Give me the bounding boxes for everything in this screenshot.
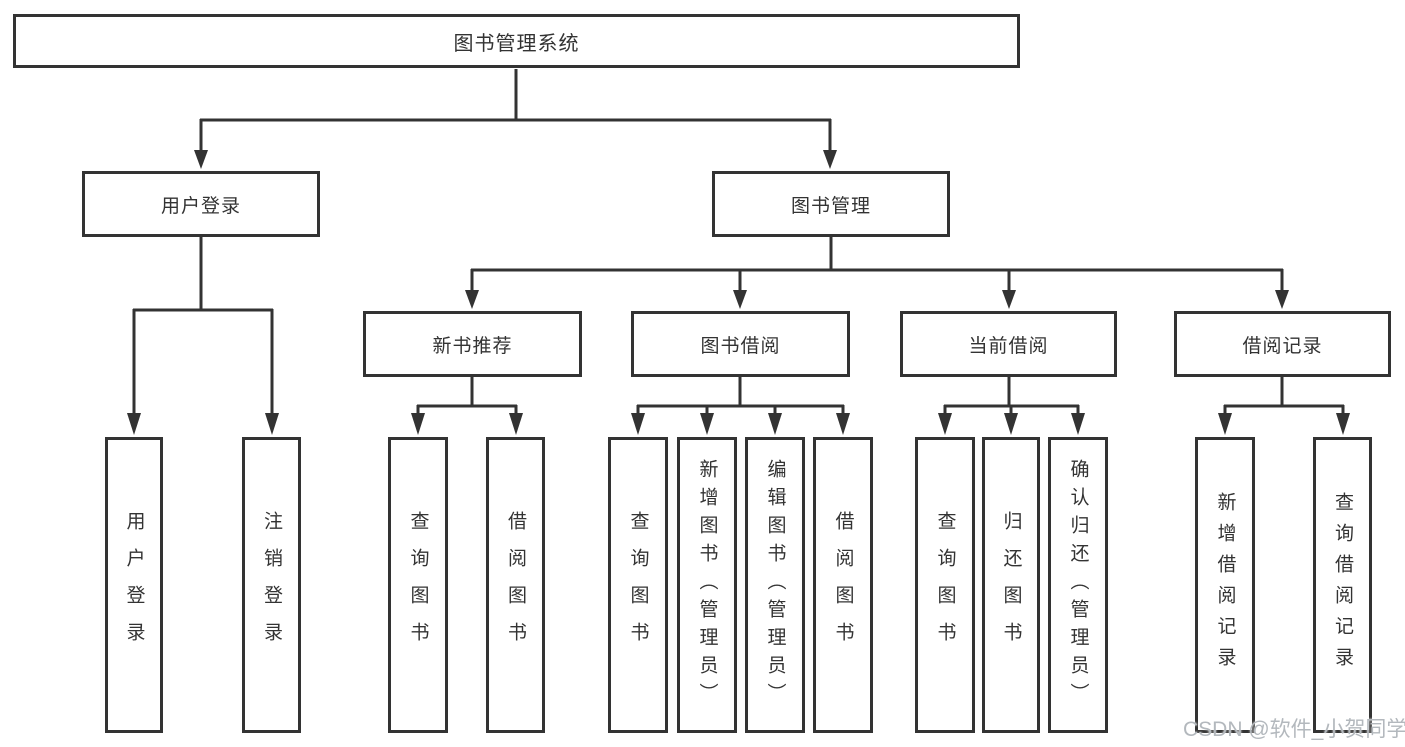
leaf-user-login: 用户登录 xyxy=(105,437,163,733)
node-user-login: 用户登录 xyxy=(82,171,320,237)
leaf-add-books-admin: 新增图书（管理员） xyxy=(677,437,737,733)
node-label: 图书管理系统 xyxy=(453,32,580,55)
leaf-logout-login: 注销登录 xyxy=(242,437,301,733)
node-library-management-system: 图书管理系统 xyxy=(13,14,1020,68)
leaf-borrow-books-recommend: 借阅图书 xyxy=(486,437,545,733)
node-label: 编辑图书（管理员） xyxy=(764,459,786,711)
node-label: 借阅图书 xyxy=(832,511,854,659)
node-label: 借阅图书 xyxy=(505,511,526,659)
node-label: 查询借阅记录 xyxy=(1332,492,1353,678)
node-label: 查询图书 xyxy=(627,511,649,659)
leaf-edit-books-admin: 编辑图书（管理员） xyxy=(745,437,805,733)
node-label: 新增图书（管理员） xyxy=(696,459,718,711)
csdn-watermark: CSDN @软件_小贺同学 xyxy=(1183,718,1405,741)
node-label: 查询图书 xyxy=(934,511,956,659)
node-label: 归还图书 xyxy=(1000,511,1022,659)
node-label: 当前借阅 xyxy=(968,335,1049,357)
node-label: 确认归还（管理员） xyxy=(1067,459,1089,711)
node-label: 用户登录 xyxy=(160,195,241,217)
node-label: 查询图书 xyxy=(407,511,429,659)
node-current-borrowing: 当前借阅 xyxy=(900,311,1117,377)
leaf-borrow-books: 借阅图书 xyxy=(813,437,873,733)
node-label: 用户登录 xyxy=(123,511,145,659)
node-label: 图书管理 xyxy=(790,195,871,217)
leaf-confirm-return-admin: 确认归还（管理员） xyxy=(1048,437,1108,733)
node-label: 借阅记录 xyxy=(1242,335,1323,357)
node-label: 新书推荐 xyxy=(432,335,513,357)
leaf-add-borrow-record: 新增借阅记录 xyxy=(1195,437,1255,733)
leaf-query-books-recommend: 查询图书 xyxy=(388,437,448,733)
leaf-query-books-borrow: 查询图书 xyxy=(608,437,668,733)
node-label: 注销登录 xyxy=(261,511,282,659)
leaf-return-books: 归还图书 xyxy=(982,437,1040,733)
node-label: 新增借阅记录 xyxy=(1214,492,1236,678)
leaf-query-borrow-record: 查询借阅记录 xyxy=(1313,437,1372,733)
node-new-book-recommend: 新书推荐 xyxy=(363,311,582,377)
node-book-management: 图书管理 xyxy=(712,171,950,237)
node-book-borrowing: 图书借阅 xyxy=(631,311,850,377)
node-label: 图书借阅 xyxy=(700,335,781,357)
node-borrowing-records: 借阅记录 xyxy=(1174,311,1391,377)
leaf-query-books-current: 查询图书 xyxy=(915,437,975,733)
